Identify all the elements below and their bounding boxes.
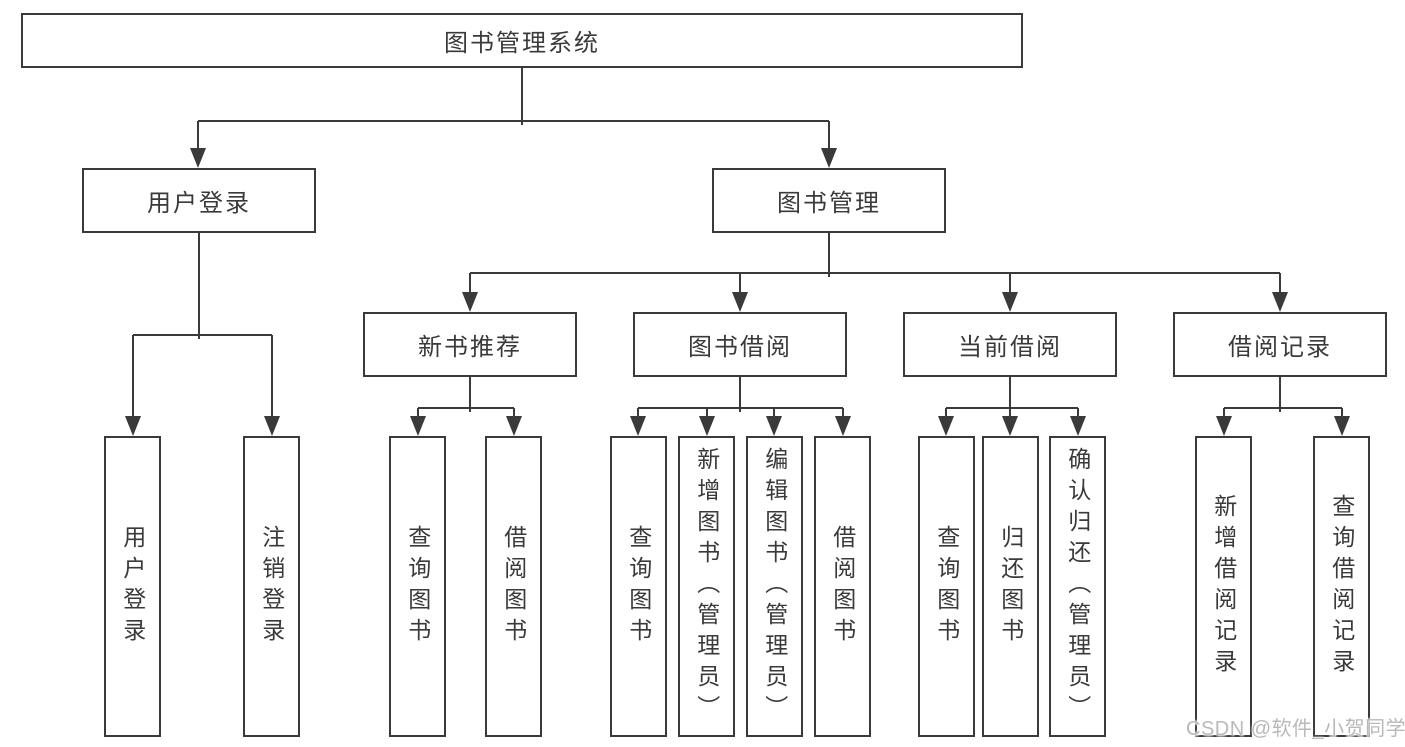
node-library-management-system-label: 图书管理系统 (444, 30, 600, 57)
node-leaf-borrowing-borrow-books: 借阅图书 (814, 436, 871, 737)
node-leaf-recommend-query-books-label: 查询图书 (404, 524, 431, 649)
node-leaf-recommend-query-books: 查询图书 (389, 436, 446, 737)
node-new-book-recommend-label: 新书推荐 (418, 334, 522, 361)
node-leaf-query-borrow-record: 查询借阅记录 (1313, 436, 1370, 737)
connector-root-split (190, 68, 837, 168)
node-leaf-add-books-admin: 新增图书（管理员） (678, 436, 735, 737)
node-leaf-add-borrow-record-label: 新增借阅记录 (1210, 493, 1237, 680)
node-borrowing-records: 借阅记录 (1173, 312, 1387, 377)
node-current-borrowing-label: 当前借阅 (958, 334, 1062, 361)
node-leaf-current-query-books: 查询图书 (918, 436, 975, 737)
node-leaf-edit-books-admin: 编辑图书（管理员） (746, 436, 803, 737)
node-leaf-edit-books-admin-label: 编辑图书（管理员） (761, 447, 788, 726)
connector-book-borrowing-split (630, 377, 851, 436)
node-library-management-system: 图书管理系统 (21, 13, 1023, 68)
watermark: CSDN @软件_小贺同学 (1186, 718, 1405, 740)
node-leaf-borrowing-query-books: 查询图书 (610, 436, 667, 737)
node-leaf-confirm-return-admin-label: 确认归还（管理员） (1064, 447, 1091, 726)
node-leaf-user-login: 用户登录 (104, 436, 161, 737)
node-book-management-label: 图书管理 (777, 190, 881, 217)
node-leaf-confirm-return-admin: 确认归还（管理员） (1049, 436, 1106, 737)
node-leaf-add-books-admin-label: 新增图书（管理员） (693, 447, 720, 726)
node-leaf-recommend-borrow-books-label: 借阅图书 (500, 524, 527, 649)
node-borrowing-records-label: 借阅记录 (1228, 334, 1332, 361)
connector-new-book-recommend-split (410, 377, 522, 436)
connector-user-login-split (125, 233, 280, 436)
node-new-book-recommend: 新书推荐 (363, 312, 577, 377)
node-user-login: 用户登录 (82, 168, 316, 233)
node-current-borrowing: 当前借阅 (903, 312, 1117, 377)
connector-book-management-split (462, 233, 1288, 312)
node-leaf-logout-login-label: 注销登录 (258, 524, 285, 649)
node-leaf-recommend-borrow-books: 借阅图书 (485, 436, 542, 737)
node-leaf-user-login-label: 用户登录 (119, 524, 146, 649)
node-book-borrowing: 图书借阅 (633, 312, 847, 377)
connector-current-borrowing-split (938, 377, 1086, 436)
node-leaf-return-books-label: 归还图书 (997, 524, 1024, 649)
node-book-borrowing-label: 图书借阅 (688, 334, 792, 361)
node-leaf-return-books: 归还图书 (982, 436, 1039, 737)
node-leaf-logout-login: 注销登录 (243, 436, 300, 737)
node-user-login-label: 用户登录 (147, 190, 251, 217)
node-leaf-borrowing-query-books-label: 查询图书 (625, 524, 652, 649)
connector-borrowing-records-split (1216, 377, 1350, 436)
node-leaf-add-borrow-record: 新增借阅记录 (1195, 436, 1252, 737)
node-leaf-query-borrow-record-label: 查询借阅记录 (1328, 493, 1355, 680)
node-leaf-borrowing-borrow-books-label: 借阅图书 (829, 524, 856, 649)
node-leaf-current-query-books-label: 查询图书 (933, 524, 960, 649)
node-book-management: 图书管理 (712, 168, 946, 233)
